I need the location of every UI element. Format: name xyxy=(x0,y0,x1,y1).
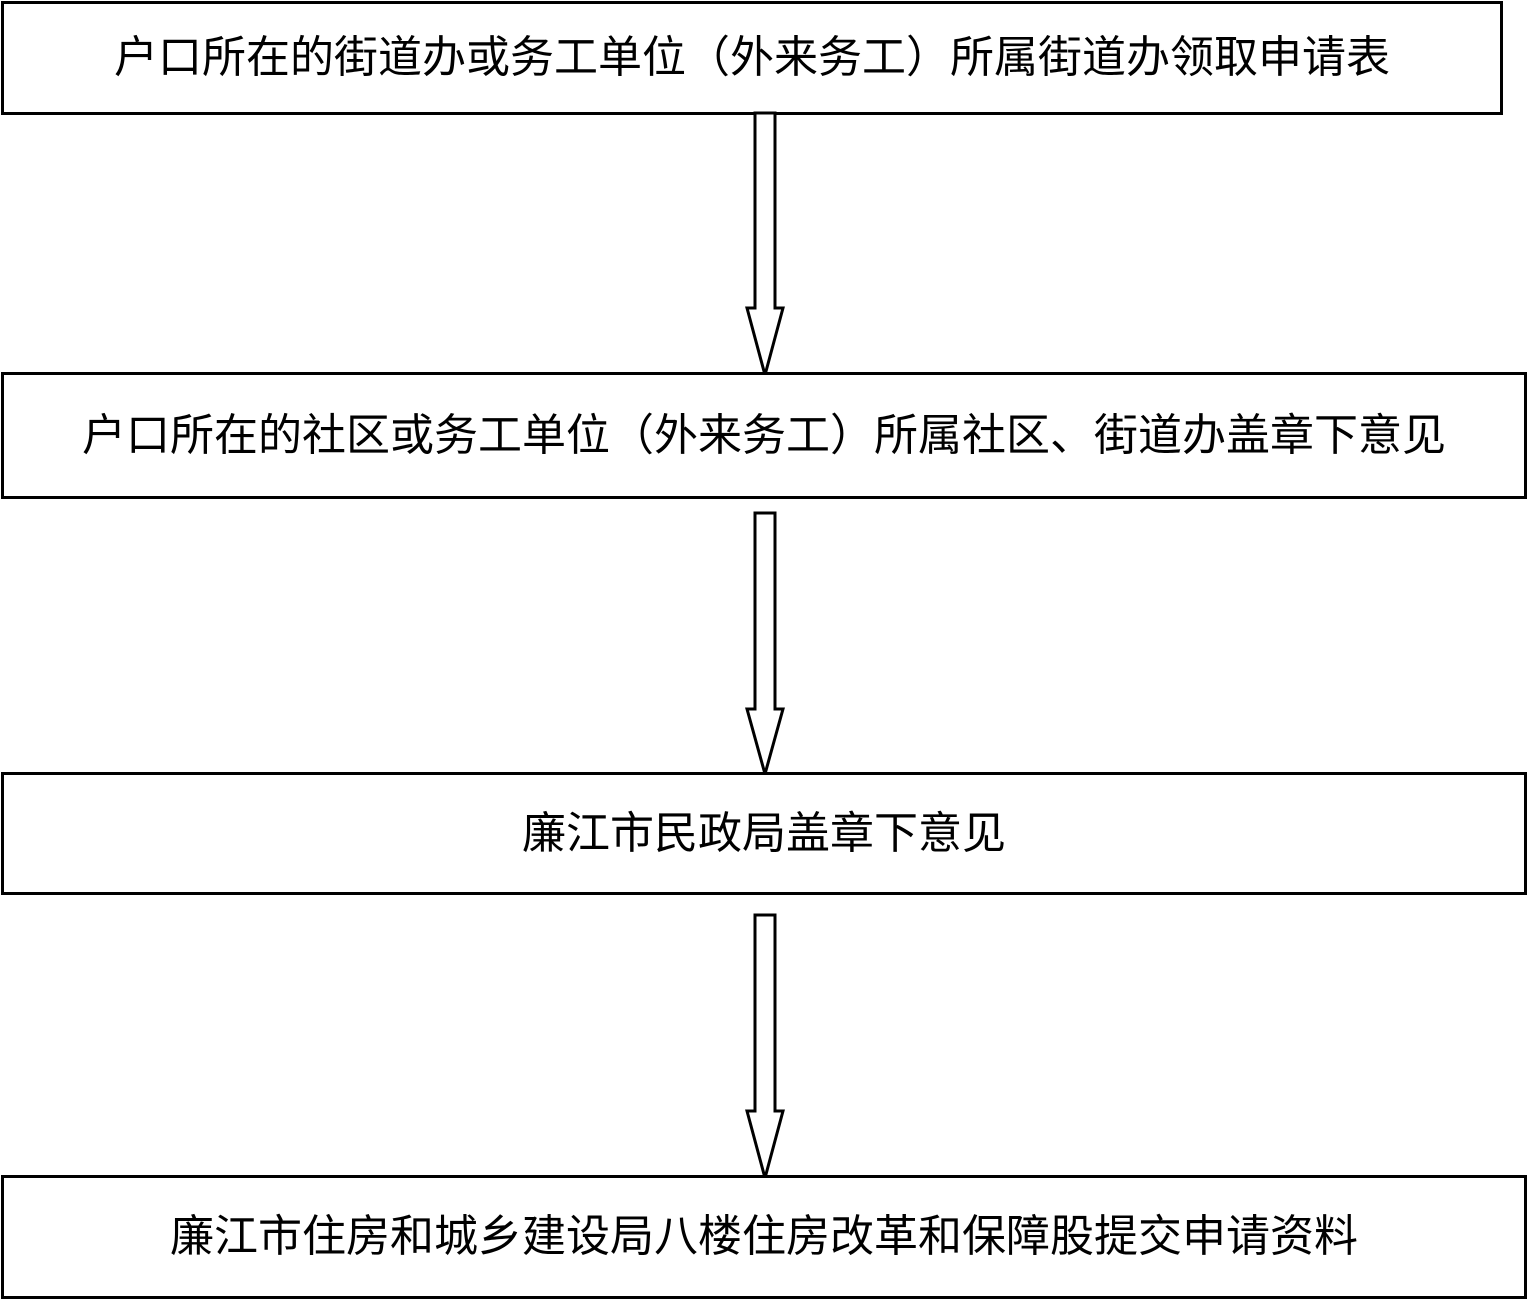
flow-step-3-label: 廉江市民政局盖章下意见 xyxy=(522,807,1006,859)
flow-step-1-label: 户口所在的街道办或务工单位（外来务工）所属街道办领取申请表 xyxy=(114,32,1390,83)
down-arrow-1 xyxy=(745,111,785,381)
flow-step-1: 户口所在的街道办或务工单位（外来务工）所属街道办领取申请表 xyxy=(1,1,1503,115)
flow-step-2: 户口所在的社区或务工单位（外来务工）所属社区、街道办盖章下意见 xyxy=(1,372,1527,499)
flow-step-4-label: 廉江市住房和城乡建设局八楼住房改革和保障股提交申请资料 xyxy=(170,1211,1358,1262)
flow-step-2-label: 户口所在的社区或务工单位（外来务工）所属社区、街道办盖章下意见 xyxy=(82,409,1446,461)
down-arrow-3 xyxy=(745,913,785,1184)
flow-step-3: 廉江市民政局盖章下意见 xyxy=(1,772,1527,895)
flow-step-4: 廉江市住房和城乡建设局八楼住房改革和保障股提交申请资料 xyxy=(1,1175,1527,1299)
down-arrow-2 xyxy=(745,511,785,780)
